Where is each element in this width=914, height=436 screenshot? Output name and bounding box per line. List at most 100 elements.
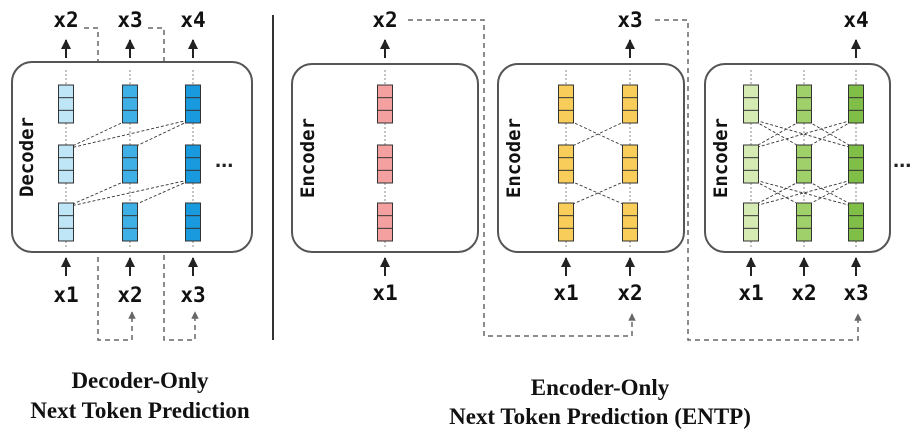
encoder-dashed-feedback xyxy=(408,19,862,341)
decoder-input-token: x2 xyxy=(117,283,142,307)
encoder-step3-input-token: x1 xyxy=(738,281,763,305)
token-block-frame xyxy=(122,84,138,124)
token-block-frame xyxy=(58,202,74,242)
decoder-panel: Decoder x2 x3 x4 x1 x2 x3 ... xyxy=(11,8,253,341)
token-block xyxy=(848,202,864,242)
token-block xyxy=(122,144,138,184)
token-block-frame xyxy=(185,84,201,124)
attention-link xyxy=(565,118,631,150)
encoder-step2-output-token: x3 xyxy=(617,8,642,32)
encoder-caption-subtitle: Next Token Prediction (ENTP) xyxy=(449,404,751,429)
decoder-caption-title: Decoder-Only xyxy=(71,368,209,393)
attention-link xyxy=(565,178,631,208)
decoder-top-tokens: x2 x3 x4 xyxy=(53,8,205,32)
token-block xyxy=(848,144,864,184)
token-block xyxy=(377,144,393,184)
token-block xyxy=(622,144,638,184)
token-block-frame xyxy=(848,202,864,242)
token-block-frame xyxy=(377,84,393,124)
token-block-frame xyxy=(185,144,201,184)
token-block xyxy=(185,84,201,124)
attention-link xyxy=(750,118,805,150)
token-block xyxy=(848,84,864,124)
decoder-dashed-feedback xyxy=(84,27,199,341)
token-block xyxy=(796,84,812,124)
token-block xyxy=(558,144,574,184)
attention-link xyxy=(129,118,194,150)
decoder-caption-subtitle: Next Token Prediction xyxy=(30,398,250,423)
token-block-frame xyxy=(743,84,759,124)
encoder-step2-input-token: x2 xyxy=(617,281,642,305)
token-block xyxy=(743,202,759,242)
decoder-bottom-tokens: x1 x2 x3 xyxy=(53,283,205,307)
token-block xyxy=(185,202,201,242)
attention-link xyxy=(750,118,857,150)
token-block-frame xyxy=(743,202,759,242)
token-block-frame xyxy=(848,144,864,184)
decoder-ellipsis: ... xyxy=(215,147,233,172)
token-block-frame xyxy=(622,84,638,124)
token-block xyxy=(558,202,574,242)
token-block-frame xyxy=(743,144,759,184)
token-block xyxy=(122,202,138,242)
token-block xyxy=(377,84,393,124)
token-block-frame xyxy=(848,84,864,124)
token-block xyxy=(622,202,638,242)
encoder-step1-input-token: x1 xyxy=(372,281,397,305)
token-block xyxy=(377,202,393,242)
token-block xyxy=(558,84,574,124)
attention-link xyxy=(65,118,194,150)
token-block xyxy=(58,202,74,242)
decoder-input-token: x3 xyxy=(180,283,205,307)
attention-link xyxy=(750,118,857,150)
token-block-frame xyxy=(58,84,74,124)
token-block-frame xyxy=(558,144,574,184)
encoder-box-step2 xyxy=(497,63,685,253)
token-block-frame xyxy=(185,202,201,242)
attention-link xyxy=(565,178,631,208)
token-block-frame xyxy=(796,84,812,124)
encoder-panel: Encoder Encoder Encoder x2 x3 x4 x1 x1 x… xyxy=(291,8,911,341)
token-block-frame xyxy=(377,202,393,242)
attention-link xyxy=(803,118,857,150)
attention-link xyxy=(750,178,857,208)
token-block xyxy=(743,144,759,184)
decoder-output-token: x2 xyxy=(53,8,78,32)
token-block-frame xyxy=(558,84,574,124)
token-block-frame xyxy=(377,144,393,184)
token-block xyxy=(122,84,138,124)
token-block xyxy=(796,202,812,242)
token-block-frame xyxy=(622,144,638,184)
decoder-input-token: x1 xyxy=(53,283,78,307)
attention-link xyxy=(65,178,131,208)
encoder-caption-title: Encoder-Only xyxy=(531,375,670,400)
decoder-label: Decoder xyxy=(16,117,38,197)
encoder-step3-input-token: x3 xyxy=(843,281,868,305)
encoder-step3-output-token: x4 xyxy=(843,8,868,32)
encoder-label-step2: Encoder xyxy=(503,118,525,198)
token-block xyxy=(796,144,812,184)
token-block xyxy=(185,144,201,184)
token-block xyxy=(743,84,759,124)
token-block xyxy=(58,144,74,184)
token-block-frame xyxy=(122,144,138,184)
token-block-frame xyxy=(796,202,812,242)
token-block-frame xyxy=(58,144,74,184)
attention-link xyxy=(65,118,131,150)
token-block xyxy=(58,84,74,124)
token-block xyxy=(622,84,638,124)
attention-link xyxy=(750,178,857,208)
encoder-label-step3: Encoder xyxy=(710,118,732,198)
encoder-label-step1: Encoder xyxy=(297,118,319,198)
token-block-frame xyxy=(122,202,138,242)
encoder-step2-input-token: x1 xyxy=(553,281,578,305)
encoder-step1-output-token: x2 xyxy=(372,8,397,32)
attention-link xyxy=(129,178,194,208)
token-block-frame xyxy=(558,202,574,242)
token-block-frame xyxy=(796,144,812,184)
encoder-ellipsis: ... xyxy=(893,147,911,172)
encoder-step3-input-token: x2 xyxy=(791,281,816,305)
decoder-output-token: x4 xyxy=(180,8,205,32)
decoder-output-token: x3 xyxy=(117,8,142,32)
